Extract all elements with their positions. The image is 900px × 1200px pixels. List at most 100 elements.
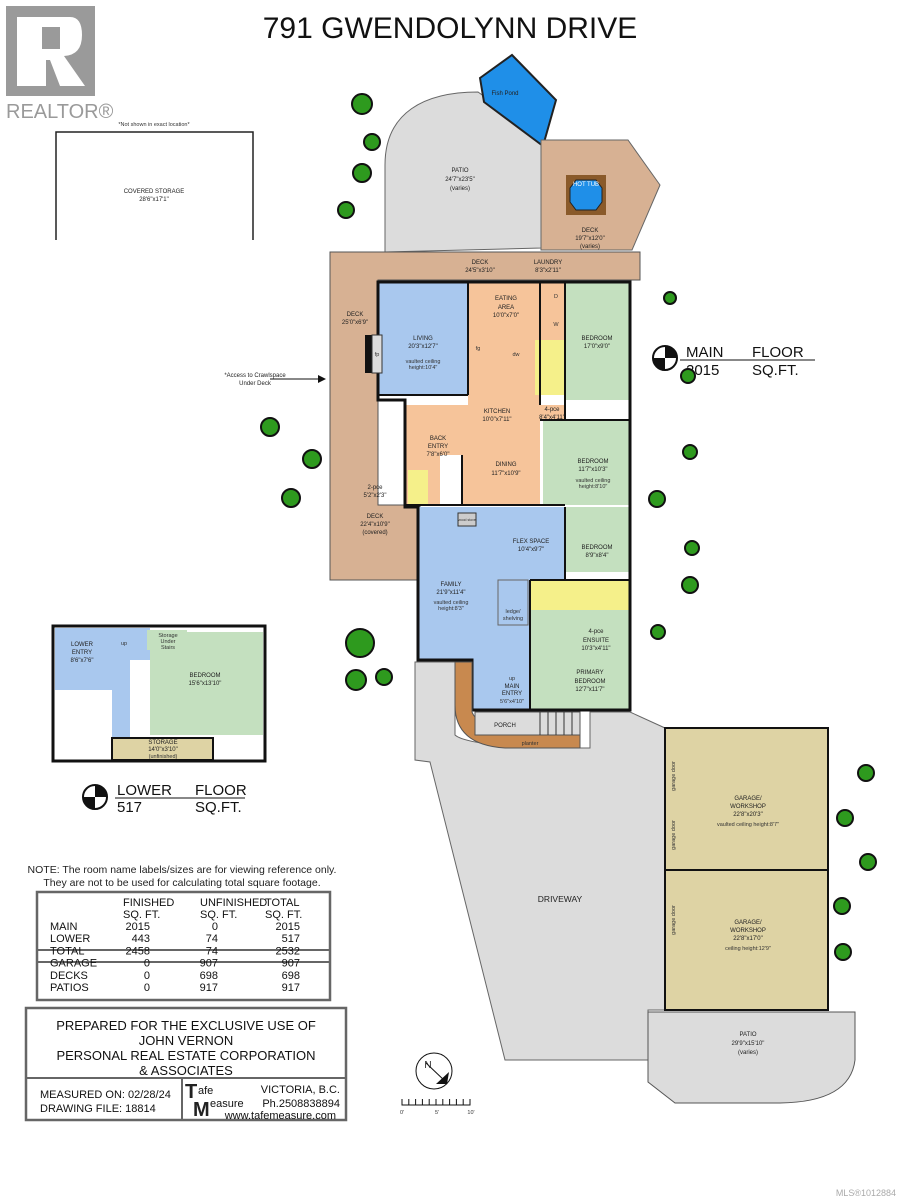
room-label: 10'0"x7'11" — [482, 417, 511, 423]
room-label: www.tafemeasure.com — [224, 1110, 336, 1122]
room-label: STORAGE — [148, 740, 177, 746]
room-label: ENTRY — [428, 444, 448, 450]
room-label: COVERED STORAGE — [124, 189, 185, 195]
room-label: shelving — [503, 616, 523, 622]
room-label: 17'0"x9'0" — [584, 344, 610, 350]
room-label: vaulted ceiling — [576, 478, 611, 484]
bedroom-3 — [565, 507, 630, 572]
lower-floor-label: LOWER FLOOR 517 SQ.FT. — [82, 782, 247, 816]
room-label: Under Deck — [239, 381, 272, 387]
room-label: 5'2"x2'3" — [364, 493, 387, 499]
prepared-for-box: PREPARED FOR THE EXCLUSIVE USE OF JOHN V… — [24, 1006, 348, 1122]
table-cell: 443 — [132, 933, 150, 945]
fish-pond — [478, 53, 558, 148]
room-label: 22'8"x17'0" — [733, 936, 763, 942]
table-cell: 698 — [282, 970, 300, 982]
room-label: D — [554, 294, 558, 300]
room-label: wood stove — [458, 518, 476, 522]
table-row-label: MAIN — [50, 921, 78, 933]
room-label: BEDROOM — [189, 673, 220, 679]
scale-bar: 0' 5' 10' — [400, 1099, 475, 1116]
room-label: 24'7"x23'5" — [445, 177, 475, 183]
north-compass-icon: N — [415, 1052, 453, 1090]
room-label: 5' — [435, 1110, 439, 1116]
patio-bottom — [647, 1011, 856, 1104]
table-cell: 2532 — [276, 945, 300, 957]
room-label: 10' — [467, 1110, 474, 1116]
tafe-logo: T — [185, 1081, 197, 1103]
room-label: vaulted ceiling height:8'7" — [717, 822, 779, 828]
room-label: MAIN — [686, 344, 724, 361]
room-label: 21'9"x11'4" — [436, 590, 465, 596]
table-cell: 0 — [144, 958, 150, 970]
room-label: MAIN — [505, 684, 520, 690]
room-label: ENSUITE — [583, 638, 609, 644]
room-label: PORCH — [494, 723, 516, 729]
room-label: 22'4"x10'9" — [360, 522, 390, 528]
room-label: & ASSOCIATES — [139, 1063, 233, 1078]
table-cell: 0 — [144, 982, 150, 994]
room-label: 8'9"x8'4" — [586, 553, 609, 559]
laundry — [540, 282, 565, 340]
room-label: FLOOR — [752, 344, 804, 361]
room-label: 10'4"x9'7" — [518, 547, 544, 553]
room-label: N — [424, 1060, 431, 1071]
room-label: up — [121, 641, 127, 647]
realtor-logo: REALTOR® — [6, 6, 114, 123]
room-labels: LIVING 20'3"x12'7" vaulted ceiling heigh… — [406, 296, 613, 705]
location-note: *Not shown in exact location* — [118, 122, 190, 128]
room-label: PATIO — [451, 168, 468, 174]
room-label: DINING — [496, 462, 517, 468]
room-label: GARAGE/ — [734, 920, 762, 926]
room-label: fp — [375, 352, 380, 358]
table-row-label: DECKS — [50, 970, 88, 982]
table-cell: 2015 — [126, 921, 150, 933]
room-label: LOWER — [117, 782, 172, 799]
room-label: BEDROOM — [581, 336, 612, 342]
bedroom-1 — [565, 282, 630, 400]
room-label: dw — [512, 352, 519, 358]
patio-top — [384, 91, 549, 253]
room-label: garage door — [671, 761, 677, 791]
room-label: PERSONAL REAL ESTATE CORPORATION — [56, 1048, 315, 1063]
room-label: DECK — [347, 312, 364, 318]
primary-bedroom — [530, 610, 630, 710]
room-label: EATING — [495, 296, 517, 302]
room-label: KITCHEN — [484, 409, 510, 415]
room-label: 15'6"x13'10" — [189, 681, 222, 687]
room-label: 29'9"x15'10" — [732, 1041, 765, 1047]
room-label: (varies) — [580, 244, 600, 250]
table-row-label: TOTAL — [50, 945, 84, 957]
table-cell: 917 — [200, 982, 218, 994]
room-label: They are not to be used for calculating … — [43, 877, 320, 889]
room-label: afe — [198, 1085, 213, 1097]
room-label: (unfinished) — [149, 754, 178, 760]
room-label: garage door — [671, 820, 677, 850]
lower-floor-plan: LOWER ENTRY 8'6"x7'6" up Storage Under S… — [51, 624, 267, 763]
room-label: Ph.2508838894 — [262, 1098, 340, 1110]
ensuite — [530, 580, 630, 610]
room-label: up — [509, 676, 515, 682]
room-label: LIVING — [413, 336, 433, 342]
table-cell: 74 — [206, 933, 218, 945]
page-title: 791 GWENDOLYNN DRIVE — [263, 12, 638, 45]
room-label: Stairs — [161, 645, 175, 651]
room-label: FAMILY — [441, 582, 462, 588]
main-entry — [472, 660, 530, 710]
bedroom-2 — [543, 420, 630, 505]
mls-number: MLS®1012884 — [836, 1188, 896, 1198]
room-label: Fish Pond — [491, 91, 518, 97]
table-cell: 698 — [200, 970, 218, 982]
trees — [260, 93, 877, 961]
room-label: WORKSHOP — [730, 928, 766, 934]
room-label: (covered) — [362, 530, 387, 536]
bath-2pce — [408, 470, 428, 505]
table-row-label: GARAGE — [50, 958, 97, 970]
room-label: SQ.FT. — [752, 362, 799, 379]
room-label: vaulted ceiling — [434, 600, 469, 606]
room-label: DECK — [472, 260, 489, 266]
room-label: FLOOR — [195, 782, 247, 799]
room-label: (varies) — [450, 186, 470, 192]
room-label: 10'0"x7'0" — [493, 313, 519, 319]
room-label: 8'3"x2'11" — [535, 268, 561, 274]
